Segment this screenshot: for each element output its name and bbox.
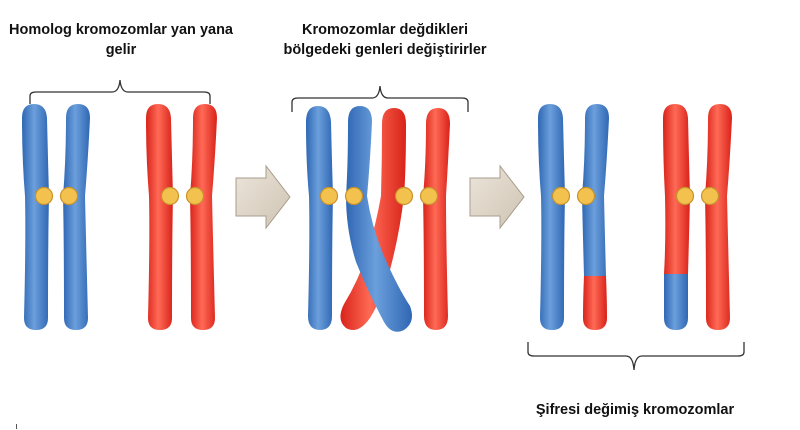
caption-recombined-chromosomes: Şifresi değimiş kromozomlar xyxy=(535,402,735,418)
red-chromosome-crossing xyxy=(340,108,450,331)
arrow-right-icon xyxy=(469,164,525,230)
red-chromosome-1 xyxy=(146,104,217,330)
red-chromosome-recombined xyxy=(663,104,732,330)
arrow-right-icon xyxy=(235,164,291,230)
exchanged-blue-segment xyxy=(664,274,688,330)
stray-mark xyxy=(16,424,17,429)
bracket-bottom-right xyxy=(527,342,745,371)
blue-chromosome-1 xyxy=(22,104,90,330)
blue-chromosome-recombined xyxy=(538,104,609,330)
exchanged-red-segment xyxy=(583,276,607,330)
blue-chromosome-crossing xyxy=(306,106,412,332)
bracket-top-left xyxy=(29,79,211,104)
caption-homologs-pair: Homolog kromozomlar yan yana gelir xyxy=(9,22,233,58)
caption-gene-exchange: Kromozomlar değdikleri bölgedeki genleri… xyxy=(283,22,487,58)
bracket-top-middle xyxy=(291,85,469,112)
